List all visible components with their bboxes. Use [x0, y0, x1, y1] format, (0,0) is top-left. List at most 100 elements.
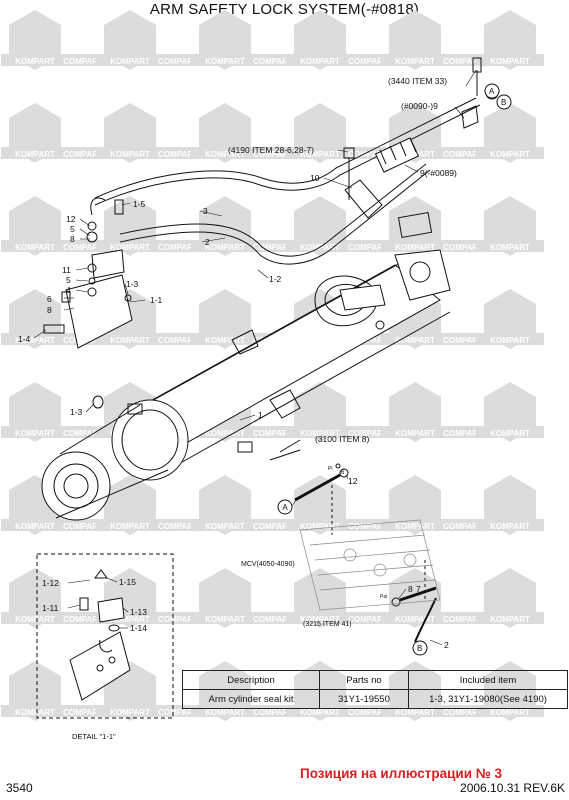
watermark-logo-text: KOMPART [205, 57, 245, 66]
watermark-brand-text: COMPART [63, 429, 103, 438]
watermark-brand-text: COMPART [63, 615, 103, 624]
watermark-brand-text: COMPART [348, 522, 388, 531]
watermark-brand-text: COMPART [348, 57, 388, 66]
seal-kit-table: Description Parts no Included item Arm c… [182, 670, 568, 709]
label-3: 3 [203, 206, 208, 216]
watermark-logo-text: KOMPART [15, 336, 55, 345]
watermark-logo: KOMPART [96, 10, 164, 70]
watermark-brand-text: COMPART [443, 57, 483, 66]
label-5: 5 [70, 224, 75, 234]
label-8c: 8 [408, 584, 413, 594]
watermark-brand-text: COMPART [443, 243, 483, 252]
label-2: 2 [205, 237, 210, 247]
watermark-logo-text: KOMPART [110, 336, 150, 345]
watermark-logo-text: KOMPART [15, 57, 55, 66]
watermark-logo: KOMPART [96, 103, 164, 163]
watermark-logo-text: KOMPART [205, 243, 245, 252]
marker-a-top [484, 83, 500, 99]
illustration-note: Позиция на иллюстрации № 3 [300, 766, 503, 781]
watermark-logo: KOMPART [381, 10, 449, 70]
watermark-logo-text: KOMPART [395, 57, 435, 66]
detail-label-1-14: 1-14 [130, 623, 147, 633]
watermark-logo: KOMPART [96, 196, 164, 256]
seal-kit-header-row: Description Parts no Included item [182, 670, 568, 690]
table-row: Arm cylinder seal kit 31Y1-19550 1-3, 31… [182, 689, 568, 709]
watermark-logo-text: KOMPART [490, 522, 530, 531]
arm-cylinder [41, 251, 451, 521]
label-1-2: 1-2 [269, 274, 282, 284]
watermark-logo-text: KOMPART [15, 522, 55, 531]
label-8b: 8 [47, 305, 52, 315]
revision-date: 2006.10.31 REV.6K [460, 781, 565, 795]
watermark-logo-text: KOMPART [15, 243, 55, 252]
watermark-brand-text: COMPART [63, 708, 103, 717]
detail-1-1-box [36, 553, 174, 719]
watermark-logo-text: KOMPART [300, 615, 340, 624]
watermark-logo-text: KOMPART [395, 522, 435, 531]
watermark-logo-text: KOMPART [15, 150, 55, 159]
marker-a-bottom-label: A [282, 503, 288, 512]
header-parts-no: Parts no [319, 670, 409, 690]
label-pi: Pi [328, 466, 332, 472]
watermark-brand-text: COMPART [253, 615, 293, 624]
page-title: ARM SAFETY LOCK SYSTEM(-#0818) [149, 1, 420, 18]
watermark-logo-text: KOMPART [300, 708, 340, 717]
watermark-brand-text: COMPART [348, 429, 388, 438]
label-8: 8 [70, 234, 75, 244]
detail-labels: 1-12 1-15 1-11 1-13 1-14 [42, 577, 147, 633]
watermark-logo-text: KOMPART [15, 708, 55, 717]
label-1-3: 1-3 [126, 279, 139, 289]
watermark-brand-text: COMPART [253, 708, 293, 717]
watermark-logo-text: KOMPART [395, 615, 435, 624]
watermark-brand-text: COMPART [158, 522, 198, 531]
watermark-logo-text: KOMPART [110, 57, 150, 66]
label-1-5: 1-5 [133, 199, 146, 209]
watermark-logo: KOMPART [191, 10, 259, 70]
page-number: 3540 [6, 781, 33, 795]
watermark-logo-text: KOMPART [110, 522, 150, 531]
watermark-logo-text: KOMPART [110, 150, 150, 159]
watermark-brand-text: COMPART [158, 615, 198, 624]
watermark-brand-text: COMPART [158, 57, 198, 66]
watermark-brand-text: COMPART [348, 615, 388, 624]
watermark-brand-text: COMPART [443, 336, 483, 345]
label-6: 6 [47, 294, 52, 304]
watermark-logo-text: KOMPART [395, 243, 435, 252]
label-5b: 5 [66, 275, 71, 285]
label-7: 7 [416, 584, 421, 594]
watermark-logo-text: KOMPART [490, 336, 530, 345]
watermark-logo: KOMPART [476, 10, 544, 70]
label-mcv: MCV(4050-4090) [241, 561, 295, 568]
watermark-logo: KOMPART [476, 568, 544, 628]
header-included-item: Included item [408, 670, 568, 690]
watermark-brand-text: COMPART [158, 243, 198, 252]
watermark-logo: KOMPART [191, 289, 259, 349]
label-10: 10 [310, 173, 320, 183]
detail-leader-lines [67, 577, 129, 629]
watermark-logo-text: KOMPART [490, 150, 530, 159]
watermark-brand-text: COMPART [63, 150, 103, 159]
watermark-logo: KOMPART [381, 196, 449, 256]
watermark-brand-text: COMPART [158, 708, 198, 717]
marker-a-bottom [277, 499, 293, 515]
watermark-logo-text: KOMPART [300, 429, 340, 438]
marker-b-bottom [412, 640, 428, 656]
label-1-3b: 1-3 [70, 407, 83, 417]
watermark-logo: KOMPART [476, 103, 544, 163]
watermark-logo: KOMPART [1, 382, 69, 442]
watermark-brand-text: COMPART [63, 522, 103, 531]
watermark-logo-text: KOMPART [490, 57, 530, 66]
lower-hose-assembly [294, 463, 437, 643]
hydraulic-pipes [94, 57, 499, 265]
watermark-brand-text: COMPART [443, 615, 483, 624]
watermark-logo: KOMPART [1, 661, 69, 721]
watermark-logo: KOMPART [286, 475, 354, 535]
watermark-logo-text: KOMPART [110, 708, 150, 717]
cylinder-head-bracket [314, 211, 451, 330]
detail-label-1-13: 1-13 [130, 607, 147, 617]
label-4: 4 [66, 285, 71, 295]
detail-label-1-15: 1-15 [119, 577, 136, 587]
watermark-logo-text: KOMPART [205, 522, 245, 531]
watermark-logo-text: KOMPART [205, 336, 245, 345]
watermark-logo: KOMPART [1, 103, 69, 163]
